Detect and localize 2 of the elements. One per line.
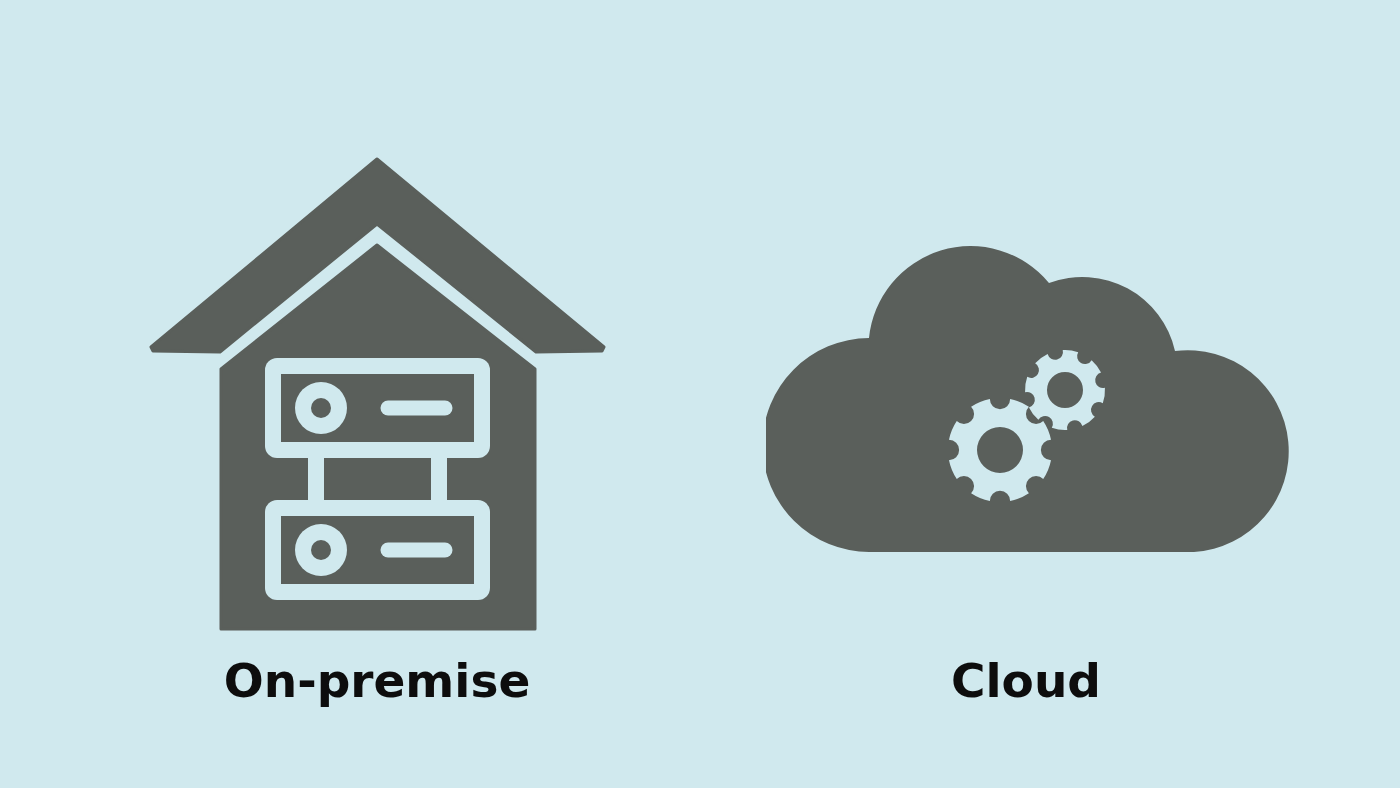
caption-label: On-premise: [223, 654, 531, 708]
caption-label: Cloud: [951, 654, 1101, 708]
